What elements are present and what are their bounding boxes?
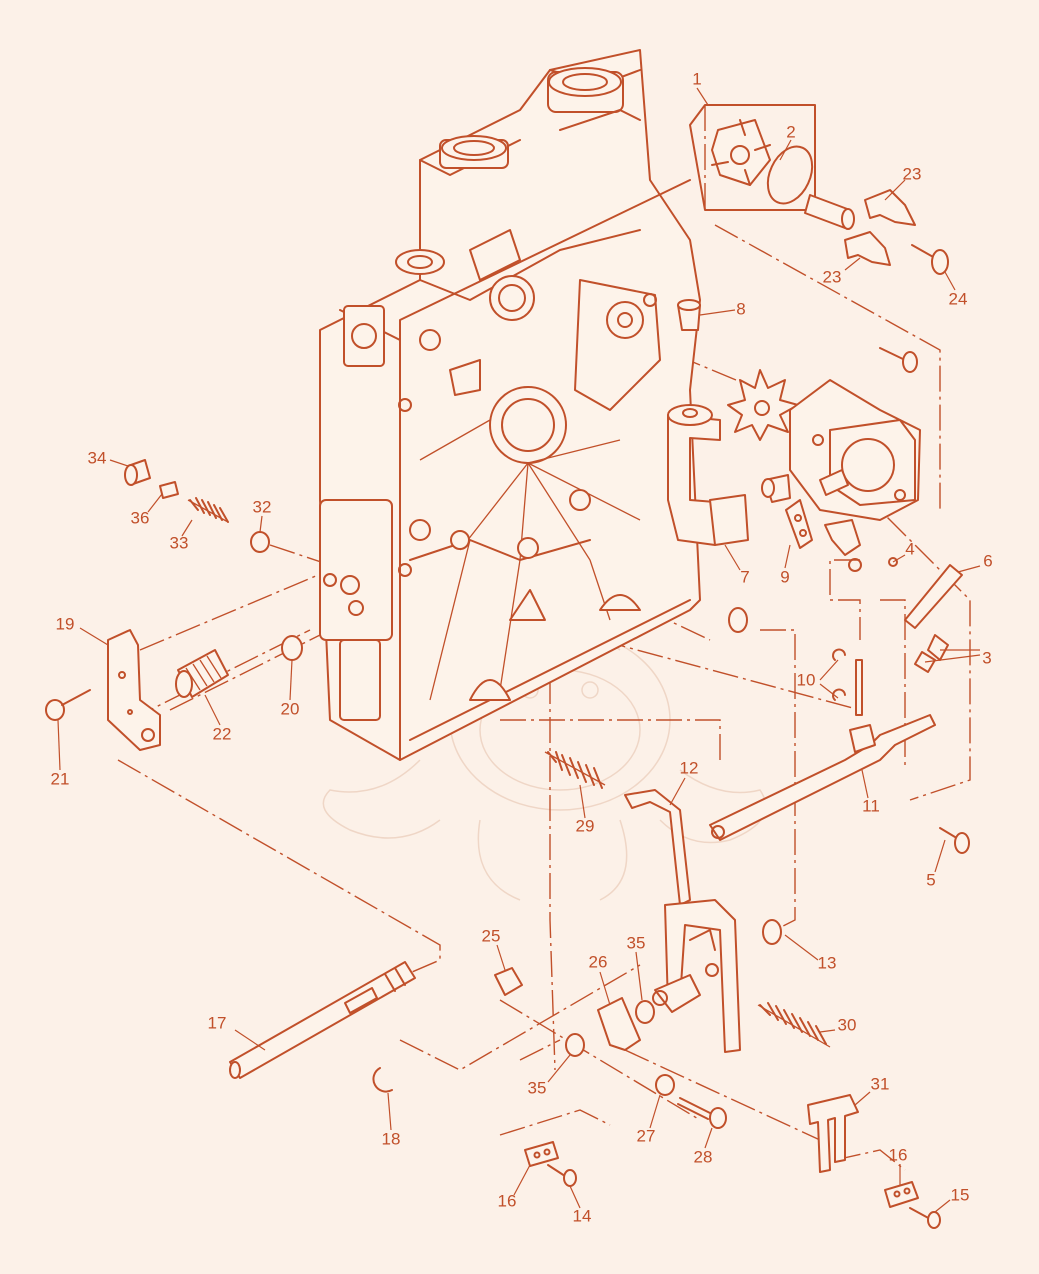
part-22-knurled-nut	[175, 649, 229, 698]
star-gear	[727, 369, 799, 441]
callout-4: 4	[905, 539, 914, 558]
callout-35: 35	[627, 933, 646, 952]
callout-14: 14	[573, 1206, 592, 1225]
part-23-clip-lower	[844, 231, 891, 266]
callout-15: 15	[951, 1185, 970, 1204]
part-9-lever	[761, 474, 813, 549]
part-27-washer	[655, 1074, 675, 1096]
callout-12: 12	[680, 758, 699, 777]
part-2-o-ring	[766, 145, 814, 205]
callout-31: 31	[871, 1074, 890, 1093]
part-34-plug	[124, 459, 151, 486]
pin-sleeve	[804, 194, 855, 230]
callout-3: 3	[982, 648, 991, 667]
callout-33: 33	[170, 533, 189, 552]
callout-28: 28	[694, 1147, 713, 1166]
part-35-washer-upper	[635, 1000, 655, 1024]
part-11-long-lever	[709, 714, 936, 841]
callout-25: 25	[482, 926, 501, 945]
callout-1: 1	[692, 69, 701, 88]
callout-35: 35	[528, 1078, 547, 1097]
callout-6: 6	[983, 551, 992, 570]
callout-26: 26	[589, 952, 608, 971]
part-25-nut	[494, 967, 523, 996]
callout-21: 21	[51, 769, 70, 788]
callout-5: 5	[926, 870, 935, 889]
callout-36: 36	[131, 508, 150, 527]
vertical-pin	[855, 659, 863, 716]
part-29-spring	[544, 751, 606, 789]
part-30-spring	[757, 1002, 831, 1048]
part-33-spring	[187, 497, 229, 523]
callout-23: 23	[903, 164, 922, 183]
callout-23: 23	[823, 267, 842, 286]
part-10-clips	[832, 648, 846, 701]
part-24-rivet	[911, 244, 949, 275]
part-16-plate-right	[884, 1181, 919, 1208]
part-5-screw	[939, 827, 970, 854]
part-19-plate	[107, 629, 161, 751]
part-26-lever	[597, 974, 701, 1051]
mounting-plate	[789, 379, 921, 572]
leader-lines	[57, 87, 981, 1213]
callout-16: 16	[889, 1145, 908, 1164]
callout-20: 20	[281, 699, 300, 718]
callout-34: 34	[88, 448, 107, 467]
callout-30: 30	[838, 1015, 857, 1034]
callout-24: 24	[949, 289, 968, 308]
callout-9: 9	[780, 567, 789, 586]
callout-27: 27	[637, 1126, 656, 1145]
part-35-washer-lower	[565, 1033, 585, 1057]
part-1-rotor	[689, 104, 816, 211]
part-31-fork-bracket	[807, 1094, 859, 1173]
callout-22: 22	[213, 724, 232, 743]
callout-16: 16	[498, 1191, 517, 1210]
pipe-washer	[728, 607, 748, 633]
callout-7: 7	[740, 567, 749, 586]
callout-8: 8	[736, 299, 745, 318]
callout-29: 29	[576, 816, 595, 835]
callout-19: 19	[56, 614, 75, 633]
mounting-screw	[879, 347, 918, 373]
part-8-bushing	[677, 299, 701, 331]
part-15-screw	[909, 1207, 941, 1229]
part-3-tab-upper	[927, 634, 949, 661]
part-32-ball	[250, 531, 270, 553]
part-7-tube	[667, 404, 749, 546]
callout-10: 10	[797, 670, 816, 689]
part-21-screw	[45, 689, 91, 721]
valve-body-housing	[319, 49, 701, 761]
part-17-shaft	[229, 961, 416, 1079]
part-28-screw	[677, 1097, 727, 1129]
callout-32: 32	[253, 497, 272, 516]
part-6-arm	[904, 564, 963, 629]
part-16-plate-left	[524, 1141, 559, 1167]
callout-13: 13	[818, 953, 837, 972]
part-20-washer	[281, 635, 303, 661]
part-36-pin	[159, 481, 179, 499]
callout-18: 18	[382, 1129, 401, 1148]
part-14-screw	[547, 1164, 577, 1187]
part-18-e-clip	[372, 1067, 393, 1093]
part-13-washer	[762, 919, 782, 945]
callout-2: 2	[786, 122, 795, 141]
callout-17: 17	[208, 1013, 227, 1032]
callout-11: 11	[862, 796, 880, 815]
